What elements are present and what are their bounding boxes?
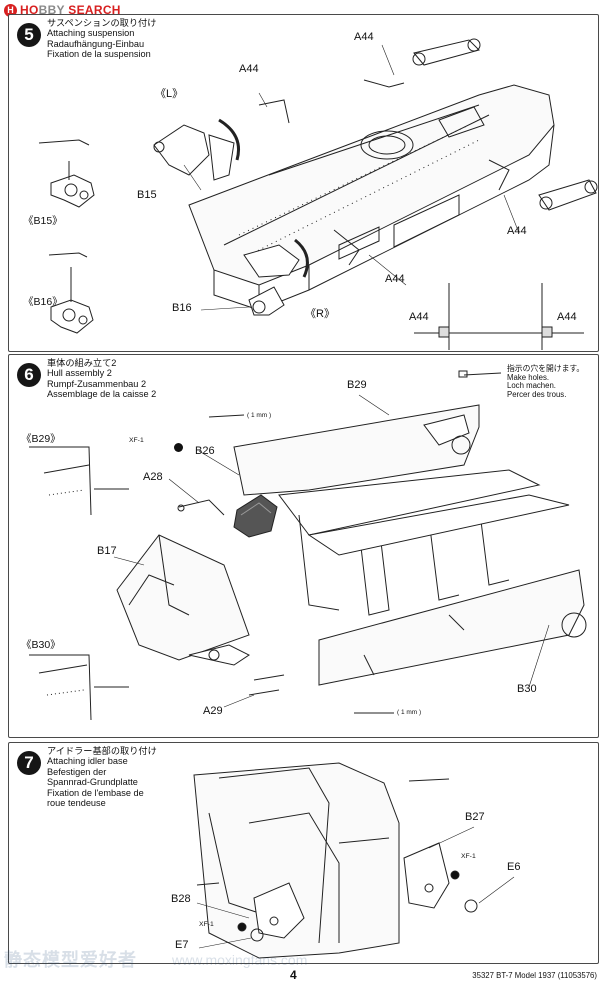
title-de: Befestigen der: [47, 766, 107, 777]
watermark-url: www.moxingfans.com: [172, 952, 308, 968]
label-a29: A29: [203, 705, 223, 717]
hull-assembly-drawing: [29, 370, 587, 721]
label-a44-4: A44: [385, 273, 405, 285]
drill-note: 指示の穴を開けます。 Make holes. Loch machen. Perc…: [507, 364, 585, 399]
step-number: 6: [17, 363, 41, 387]
xf1-paint-b26: XF-1: [129, 437, 144, 444]
page-number: 4: [290, 968, 297, 982]
label-a28: A28: [143, 471, 163, 483]
title-ja: 車体の組み立て2: [47, 358, 117, 368]
idler-base-drawing: [193, 762, 515, 959]
paint-dot-icon: [174, 443, 183, 452]
label-b27: B27: [465, 811, 485, 823]
note-en: Make holes.: [507, 372, 550, 382]
title-ja: アイドラー基部の取り付け: [47, 746, 157, 756]
logo-disc: H: [4, 3, 17, 17]
label-a44-1: A44: [354, 31, 374, 43]
note-de: Loch machen.: [507, 381, 556, 391]
label-b28: B28: [171, 893, 191, 905]
drill-size-top: ( 1 mm ): [247, 412, 272, 419]
note-fr: Percer des trous.: [507, 389, 567, 399]
suspension-hull-drawing: [38, 38, 598, 350]
step-number: 5: [17, 23, 41, 47]
label-b26: B26: [195, 445, 215, 457]
label-e7: E7: [175, 939, 189, 951]
title-en: Attaching suspension: [47, 28, 135, 39]
label-b30: B30: [517, 683, 537, 695]
title-de: Rumpf-Zusammenbau 2: [47, 378, 147, 389]
label-right: 《R》: [305, 308, 335, 320]
step-5-panel: 5 サスペンションの取り付け Attaching suspension Rada…: [8, 14, 599, 352]
xf1-paint-right: XF-1: [461, 853, 476, 860]
label-b16: B16: [172, 302, 192, 314]
inset-b30-label: 《B30》: [21, 639, 61, 651]
title-fr: Assemblage de la caisse 2: [47, 389, 157, 400]
watermark-text: 静态模型爱好者: [4, 950, 137, 970]
label-b29: B29: [347, 379, 367, 391]
step-title: サスペンションの取り付け Attaching suspension Radauf…: [47, 18, 156, 60]
step-number: 7: [17, 751, 41, 775]
title-en: Hull assembly 2: [47, 368, 112, 379]
title-ja: サスペンションの取り付け: [47, 18, 157, 28]
label-b17: B17: [97, 545, 117, 557]
step-title: アイドラー基部の取り付け Attaching idler base Befest…: [47, 746, 157, 808]
inset-b29-label: 《B29》: [21, 433, 61, 445]
label-b15: B15: [137, 189, 157, 201]
title-en: Attaching idler base: [47, 756, 128, 767]
logo-text: HOBBY SEARCH: [20, 3, 121, 17]
title-de-2: Spannrad-Grundplatte: [47, 777, 138, 788]
label-e6: E6: [507, 861, 521, 873]
title-fr: Fixation de l'embase de: [47, 787, 144, 798]
detail-a44-left: A44: [409, 311, 429, 323]
xf1-paint-left: XF-1: [199, 921, 214, 928]
note-ja: 指示の穴を開けます。: [507, 364, 585, 373]
hobbysearch-logo: H HOBBY SEARCH: [4, 2, 154, 18]
label-left: 《L》: [155, 88, 184, 100]
inset-b16-label: 《B16》: [23, 296, 63, 308]
drill-size-bottom: ( 1 mm ): [397, 709, 422, 716]
step-6-panel: 6 車体の組み立て2 Hull assembly 2 Rumpf-Zusamme…: [8, 354, 599, 738]
label-a44-3: A44: [507, 225, 527, 237]
detail-a44-right: A44: [557, 311, 577, 323]
title-fr-2: roue tendeuse: [47, 798, 106, 809]
product-code: 35327 BT-7 Model 1937 (11053576): [472, 971, 597, 980]
step-7-panel: 7 アイドラー基部の取り付け Attaching idler base Befe…: [8, 742, 599, 964]
label-a44-2: A44: [239, 63, 259, 75]
step-title: 車体の組み立て2 Hull assembly 2 Rumpf-Zusammenb…: [47, 358, 156, 400]
title-de: Radaufhängung-Einbau: [47, 38, 145, 49]
title-fr: Fixation de la suspension: [47, 49, 151, 60]
inset-b15-label: 《B15》: [23, 215, 63, 227]
